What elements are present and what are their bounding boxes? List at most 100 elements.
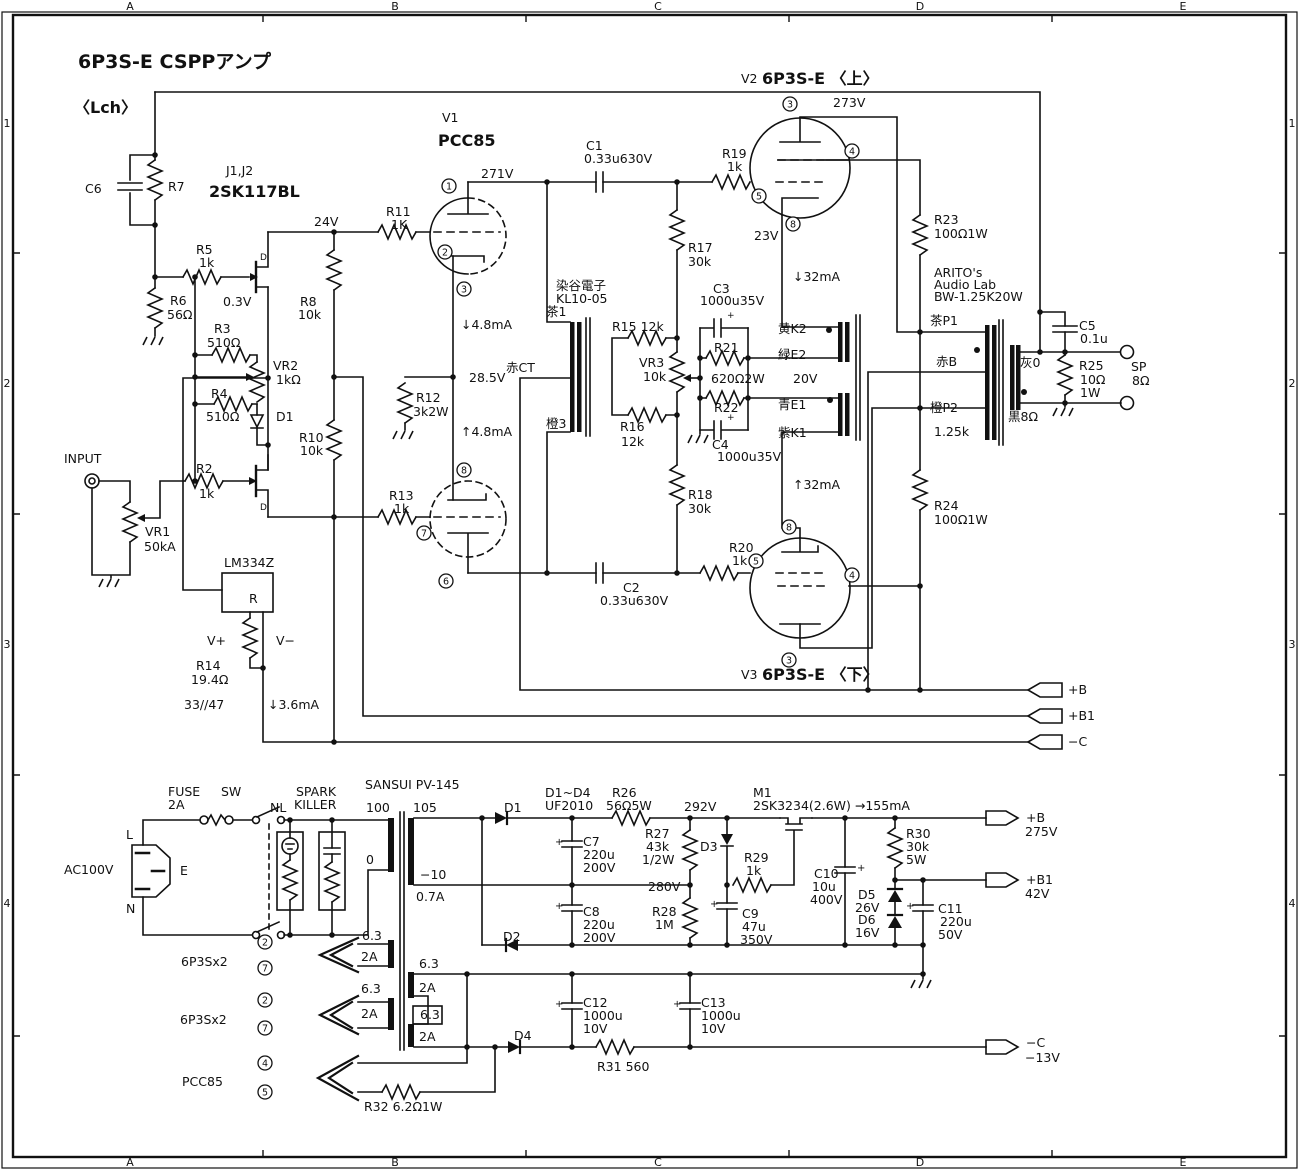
v1-pin1-digit: 1 [446, 181, 452, 192]
v1-plate-bot [447, 532, 489, 574]
r29-ref: R29 [744, 850, 769, 865]
r19-val: 1k [727, 159, 743, 174]
sp-terminal-minus [1119, 395, 1135, 411]
nl-label: NL [270, 800, 286, 815]
opt-type: BW-1.25K20W [934, 289, 1023, 304]
r29-resistor [731, 875, 773, 895]
pt-0: 0 [366, 852, 374, 867]
pcc-pin5: 5 [257, 1084, 273, 1100]
r11-ref: R11 [386, 204, 411, 219]
v1-type: PCC85 [438, 131, 495, 150]
term-pb-u: +B [1068, 682, 1087, 697]
term-pb1-l: +B1 [1026, 872, 1053, 887]
r27-val: 43k [646, 839, 670, 854]
r6-resistor [145, 286, 165, 330]
c12-ref: C12 [583, 995, 608, 1010]
vr3-wiper-arrow [683, 374, 691, 382]
border-d-top: D [916, 0, 924, 13]
border-4-left: 4 [4, 897, 11, 910]
wind-e1: 青E1 [778, 397, 806, 412]
v-23: 23V [754, 228, 779, 243]
v1-pin6: 6 [438, 573, 454, 589]
v2-pin3: 3 [782, 96, 798, 112]
j2-gate-arrow [249, 477, 257, 485]
c4-val: 1000u35V [717, 449, 782, 464]
d5-ref: D5 [858, 887, 876, 902]
v3-pin5-digit: 5 [753, 556, 759, 567]
r10-resistor [324, 418, 344, 462]
d4-diode [508, 1041, 520, 1053]
d5-zener [888, 890, 902, 902]
r6-val: 56Ω [167, 307, 193, 322]
border-a-bot: A [126, 1156, 134, 1169]
pt-heater1 [388, 940, 394, 968]
kl10-winding [570, 322, 575, 432]
border-a-top: A [126, 0, 134, 13]
c13-plus: + [673, 999, 681, 1010]
c6-capacitor [117, 182, 143, 191]
d1-label: D1 [504, 800, 522, 815]
opt-hai0: 灰0 [1020, 355, 1041, 370]
v2-cathode [781, 197, 819, 216]
channel-lch: 〈Lch〉 [74, 98, 137, 117]
v1-pin7-digit: 7 [421, 528, 427, 539]
term-mc-l-flag [985, 1039, 1020, 1055]
input-jack [84, 473, 100, 489]
spark2: KILLER [294, 797, 337, 812]
r3-ref: R3 [214, 321, 231, 336]
h63-d-box [412, 1005, 443, 1025]
pt-07a: 0.7A [416, 889, 445, 904]
r13-val: 1k [394, 501, 410, 516]
cathode-winding-lower [838, 393, 843, 436]
c10-v: 400V [810, 892, 843, 907]
h63-c: 6.3 [419, 956, 439, 971]
r24-val: 100Ω1W [934, 512, 988, 527]
vr1-pot [120, 500, 140, 544]
kl10-dai3: 橙3 [546, 416, 566, 431]
h2a-c: 2A [419, 980, 436, 995]
d5-val: 26V [855, 900, 880, 915]
htr-6p3-1: 6P3Sx2 [181, 954, 228, 969]
j2-d-marker: D [260, 503, 267, 513]
r23-resistor [910, 213, 930, 257]
c6-ref: C6 [85, 181, 102, 196]
pcc85-connector [315, 1054, 360, 1102]
d14-refs: D1~D4 [545, 785, 591, 800]
r16-val: 12k [621, 434, 645, 449]
c10-capacitor [834, 866, 856, 874]
sk-capacitor [323, 847, 341, 855]
d6-ref: D6 [858, 912, 876, 927]
v2-pin3-digit: 3 [787, 99, 793, 110]
htr2-pin7-digit: 7 [262, 1023, 268, 1034]
border-1-right: 1 [1289, 117, 1296, 130]
pt-core [399, 811, 405, 1051]
border-c-bot: C [654, 1156, 662, 1169]
r8-ref: R8 [300, 294, 317, 309]
c8-val: 220u [583, 917, 615, 932]
v2-pin5-digit: 5 [756, 191, 762, 202]
c7-plus: + [555, 837, 563, 848]
vr3-ref: VR3 [639, 355, 664, 370]
spark1: SPARK [296, 784, 337, 799]
pt-heater3 [408, 972, 414, 998]
c7-v: 200V [583, 860, 616, 875]
c2-capacitor [595, 562, 604, 584]
r31-ref: R31 560 [597, 1059, 649, 1074]
opt-maker2: Audio Lab [934, 277, 996, 292]
htr-6p3-2: 6P3Sx2 [180, 1012, 227, 1027]
v2-pin8: 8 [785, 216, 801, 232]
r11-resistor [376, 222, 418, 242]
r4-val: 510Ω [206, 409, 240, 424]
c8-capacitor [561, 904, 583, 912]
r20-resistor [698, 563, 740, 583]
term-pb1-u: +B1 [1068, 708, 1095, 723]
htr2-pin2: 2 [257, 992, 273, 1008]
winding-dot-sec [1021, 389, 1027, 395]
v2-pin4: 4 [844, 143, 860, 159]
vr1-ref: VR1 [145, 524, 170, 539]
i-48ma-up: ↑4.8mA [461, 424, 513, 439]
v3-type: 6P3S-E 〈下〉 [762, 665, 879, 684]
winding-dot-e1 [827, 397, 833, 403]
minus-c-rail [262, 611, 1029, 743]
